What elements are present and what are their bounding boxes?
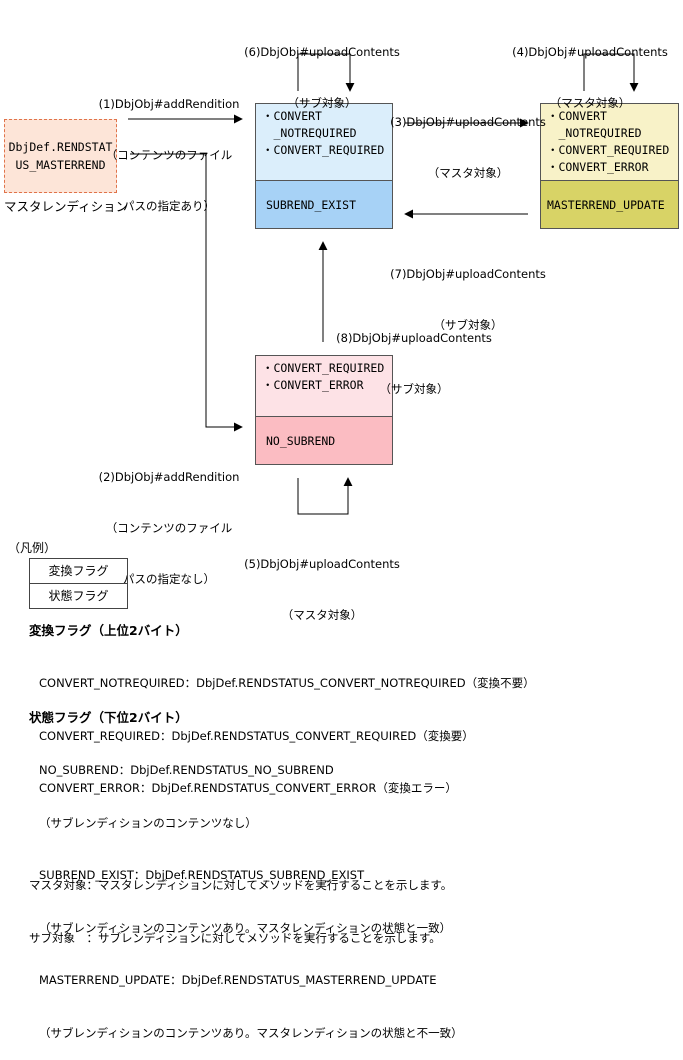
convert-flags-heading: 変換フラグ（上位2バイト） (29, 623, 188, 638)
subrend-exist-flags: ・CONVERT _NOTREQUIRED ・CONVERT_REQUIRED (256, 104, 392, 189)
transition-label-2: (2)DbjObj#addRendition （コンテンツのファイル パスの指定… (80, 435, 258, 605)
legend: 変換フラグ 状態フラグ (29, 558, 128, 609)
note-line: サブ対象 ：サブレンディションに対してメソッドを実行することを示します。 (29, 930, 441, 945)
transition-label-7: (7)DbjObj#uploadContents （サブ対象） (378, 232, 558, 351)
transition-3-method: (3)DbjObj#uploadContents (390, 115, 546, 129)
master-rendition-line-1: DbjDef.RENDSTAT (8, 140, 113, 154)
transition-7-method: (7)DbjObj#uploadContents (390, 267, 546, 281)
transition-5-method: (5)DbjObj#uploadContents (244, 557, 400, 571)
transition-1-note: （コンテンツのファイル (105, 148, 233, 162)
flag-line: ・CONVERT_REQUIRED (547, 143, 670, 157)
transition-4-method: (4)DbjObj#uploadContents (512, 45, 668, 59)
transition-4-note: （マスタ対象） (549, 96, 631, 110)
flag-line: ・CONVERT_ERROR (547, 160, 649, 174)
transition-6-method: (6)DbjObj#uploadContents (244, 45, 400, 59)
state-flag-line: NO_SUBREND：DbjDef.RENDSTATUS_NO_SUBREND (39, 763, 334, 777)
subrend-exist-state: SUBREND_EXIST (256, 180, 392, 228)
flag-line: _NOTREQUIRED (262, 126, 357, 140)
arrow-2 (130, 153, 243, 432)
flag-line: ・CONVERT_REQUIRED (262, 143, 385, 157)
convert-flag-line: CONVERT_NOTREQUIRED：DbjDef.RENDSTATUS_CO… (39, 676, 535, 690)
legend-caption: （凡例） (8, 541, 57, 555)
master-rendition-caption: マスタレンディション (4, 199, 129, 214)
masterrend-update-state: MASTERREND_UPDATE (541, 180, 678, 228)
state-flag-line: SUBREND_EXIST：DbjDef.RENDSTATUS_SUBREND_… (39, 868, 365, 882)
flag-line: ・CONVERT (262, 109, 322, 123)
convert-flags-list: CONVERT_NOTREQUIRED：DbjDef.RENDSTATUS_CO… (39, 640, 535, 815)
transition-7-note: （サブ対象） (433, 318, 503, 332)
transition-1-method: (1)DbjObj#addRendition (98, 97, 240, 111)
state-box-subrend-exist: ・CONVERT _NOTREQUIRED ・CONVERT_REQUIRED … (255, 103, 393, 229)
state-box-no-subrend: ・CONVERT_REQUIRED ・CONVERT_ERROR NO_SUBR… (255, 355, 393, 465)
arrow-4 (583, 53, 639, 92)
legend-state-flag: 状態フラグ (30, 583, 127, 608)
state-flag-line: （サブレンディションのコンテンツあり。マスタレンディションの状態と不一致） (39, 1025, 463, 1040)
flag-line: _NOTREQUIRED (547, 126, 642, 140)
transition-label-8: (8)DbjObj#uploadContents （サブ対象） (324, 296, 504, 415)
transition-5-note: （マスタ対象） (281, 608, 363, 622)
arrow-5 (297, 477, 353, 515)
masterrend-update-flags: ・CONVERT _NOTREQUIRED ・CONVERT_REQUIRED … (541, 104, 678, 189)
state-flag-line: （サブレンディションのコンテンツなし） (39, 815, 257, 830)
transition-label-6: (6)DbjObj#uploadContents （サブ対象） (232, 10, 412, 129)
transition-8-note: （サブ対象） (379, 382, 449, 396)
convert-flag-line: CONVERT_REQUIRED：DbjDef.RENDSTATUS_CONVE… (39, 728, 474, 743)
legend-convert-flag: 変換フラグ (48, 564, 109, 578)
no-subrend-state: NO_SUBREND (256, 416, 392, 464)
state-flag-line: MASTERREND_UPDATE：DbjDef.RENDSTATUS_MAST… (39, 973, 437, 987)
transition-label-4: (4)DbjObj#uploadContents （マスタ対象） (500, 10, 680, 129)
master-rendition-line-2: US_MASTERREND (15, 158, 106, 172)
transition-arrows (128, 53, 639, 515)
transition-1-note: パスの指定あり） (123, 199, 215, 213)
master-rendition-box: DbjDef.RENDSTAT US_MASTERREND (4, 119, 117, 193)
state-box-masterrend-update: ・CONVERT _NOTREQUIRED ・CONVERT_REQUIRED … (540, 103, 679, 229)
transition-2-method: (2)DbjObj#addRendition (98, 470, 240, 484)
flag-line: ・CONVERT (547, 109, 607, 123)
no-subrend-flags: ・CONVERT_REQUIRED ・CONVERT_ERROR (256, 356, 392, 425)
transition-3-note: （マスタ対象） (427, 166, 509, 180)
transition-label-1: (1)DbjObj#addRendition （コンテンツのファイル パスの指定… (80, 62, 258, 232)
transition-label-5: (5)DbjObj#uploadContents （マスタ対象） (232, 522, 412, 641)
transition-6-note: （サブ対象） (287, 96, 357, 110)
transition-label-3: (3)DbjObj#uploadContents （マスタ対象） (378, 80, 558, 199)
transition-2-note: パスの指定なし） (123, 572, 215, 586)
notes: マスタ対象：マスタレンディションに対してメソッドを実行することを示します。 サブ… (29, 842, 452, 965)
transition-2-note: （コンテンツのファイル (105, 521, 233, 535)
state-flags-heading: 状態フラグ（下位2バイト） (29, 710, 188, 725)
flag-line: ・CONVERT_ERROR (262, 378, 364, 392)
flag-line: ・CONVERT_REQUIRED (262, 361, 385, 375)
transition-8-method: (8)DbjObj#uploadContents (336, 331, 492, 345)
arrow-6 (297, 53, 355, 92)
convert-flag-line: CONVERT_ERROR：DbjDef.RENDSTATUS_CONVERT_… (39, 781, 457, 795)
